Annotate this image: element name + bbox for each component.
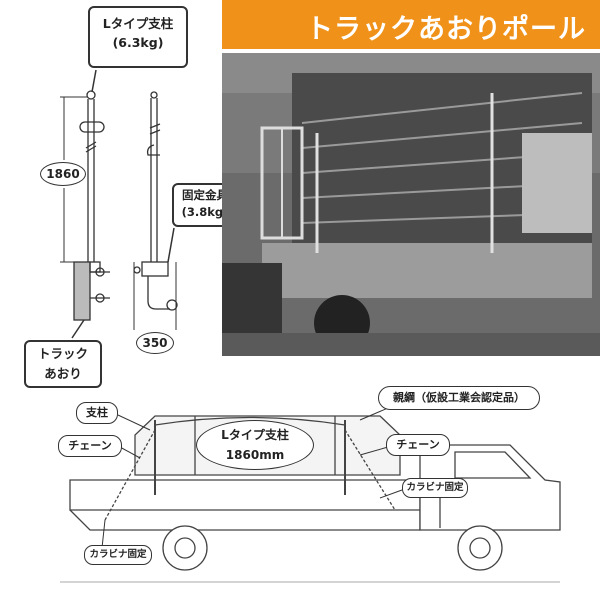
truck-photo	[222, 53, 600, 356]
truck-photo-illustration	[222, 53, 600, 356]
center-post-line2: 1860mm	[225, 448, 285, 462]
truck-gate-line2: あおり	[44, 366, 82, 381]
center-post-label: Lタイプ支柱 1860mm	[196, 420, 314, 470]
width-dimension-label: 350	[136, 332, 174, 354]
truck-gate-callout: トラック あおり	[24, 340, 102, 388]
truck-gate-line1: トラック	[37, 346, 88, 361]
net-label: 親綱（仮設工業会認定品）	[378, 386, 540, 410]
fixing-bracket-weight: (3.8kg)	[181, 205, 229, 219]
title-banner: トラックあおりポール	[222, 0, 600, 49]
carabiner-left-label: カラビナ固定	[84, 545, 152, 565]
chain-right-label: チェーン	[386, 434, 450, 456]
dimension-lines	[60, 96, 177, 330]
chain-left-label: チェーン	[58, 435, 122, 457]
carabiner-right-label: カラビナ固定	[402, 478, 468, 498]
left-pole	[73, 90, 110, 321]
center-post-line1: Lタイプ支柱	[221, 428, 289, 442]
fixing-bracket-name: 固定金具	[182, 188, 228, 202]
page-title: トラックあおりポール	[306, 14, 586, 45]
post-label: 支柱	[76, 402, 118, 424]
l-type-post-name: Lタイプ支柱	[102, 16, 174, 31]
height-dimension-label: 1860	[40, 162, 86, 186]
l-type-post-callout: Lタイプ支柱 (6.3kg)	[88, 6, 188, 68]
l-type-post-weight: (6.3kg)	[112, 35, 164, 50]
right-pole	[133, 91, 178, 311]
